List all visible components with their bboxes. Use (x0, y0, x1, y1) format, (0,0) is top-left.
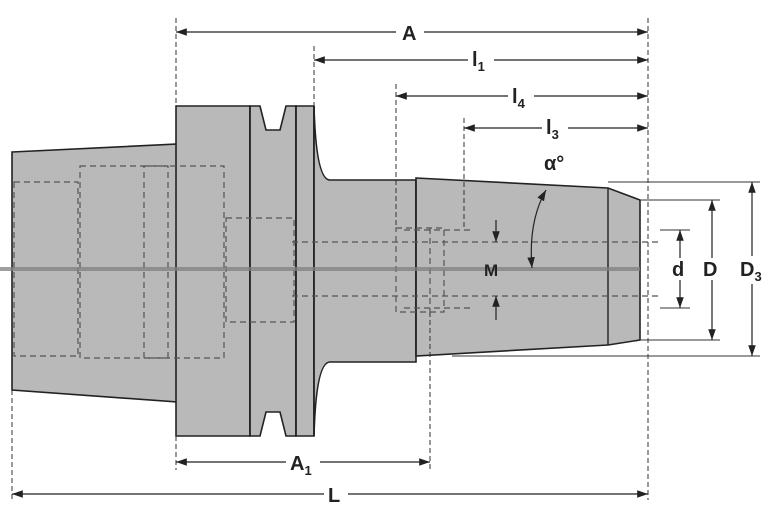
label-l4-sub: 4 (518, 96, 526, 111)
taper-shank (11, 143, 179, 403)
label-alpha: α° (544, 153, 564, 175)
dimension-labels: A l1 l4 l3 α° M d D D3 A1 L (286, 20, 767, 507)
dim-alpha-arc (527, 189, 547, 269)
label-l3-base: l (546, 117, 552, 139)
extension-lines (11, 18, 760, 500)
label-D3-sub: 3 (754, 269, 761, 284)
label-l3-sub: 3 (552, 127, 559, 142)
label-L: L (328, 485, 340, 507)
label-D: D (703, 259, 717, 281)
label-D3-base: D (740, 259, 754, 281)
label-l4-base: l (512, 86, 518, 108)
label-l1-base: l (472, 49, 478, 71)
label-d: d (672, 259, 684, 281)
svg-text:D3: D3 (740, 259, 762, 284)
label-l1-sub: 1 (478, 59, 485, 74)
svg-text:l3: l3 (546, 117, 559, 142)
svg-text:l4: l4 (512, 86, 526, 111)
label-A1-base: A (290, 453, 304, 475)
svg-text:A1: A1 (290, 453, 312, 478)
label-A1-sub: 1 (304, 463, 311, 478)
label-A: A (402, 23, 416, 45)
svg-text:l1: l1 (472, 49, 485, 74)
label-M: M (484, 261, 498, 280)
